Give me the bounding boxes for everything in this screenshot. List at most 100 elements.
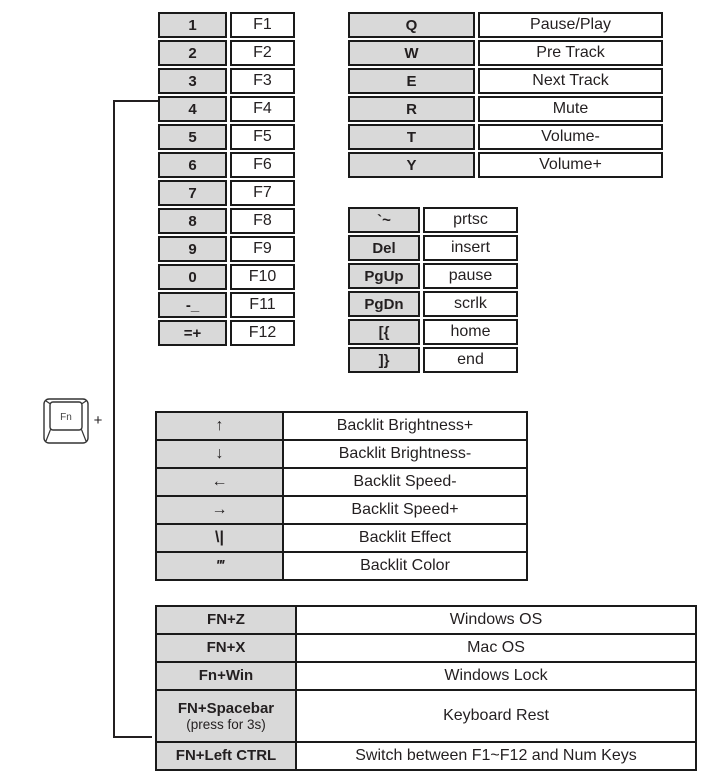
bracket-line-vertical xyxy=(113,100,115,738)
table-row: FN+Spacebar (press for 3s) Keyboard Rest xyxy=(157,689,695,741)
fn-keycap-label: Fn xyxy=(60,412,72,423)
key-cell: 9 xyxy=(158,236,227,262)
table-row: → Backlit Speed+ xyxy=(157,495,526,523)
action-cell: Backlit Brightness- xyxy=(338,445,472,462)
action-cell: Backlit Speed- xyxy=(353,473,457,490)
action-cell: Mac OS xyxy=(467,639,525,656)
key-cell: R xyxy=(348,96,475,122)
action-cell: Backlit Effect xyxy=(358,529,452,546)
table-row: ''' Backlit Color xyxy=(157,551,526,579)
action-cell: F1 xyxy=(230,12,295,38)
key-cell: 8 xyxy=(158,208,227,234)
key-cell: E xyxy=(348,68,475,94)
key-cell: 0 xyxy=(158,264,227,290)
key-cell: FN+Left CTRL xyxy=(157,743,297,769)
action-cell: F4 xyxy=(230,96,295,122)
plus-sign: + xyxy=(93,412,103,429)
action-cell: Backlit Color xyxy=(360,557,450,574)
key-cell: 2 xyxy=(158,40,227,66)
action-cell: end xyxy=(423,347,518,373)
table-row: FN+Z Windows OS xyxy=(157,607,695,633)
action-cell: insert xyxy=(423,235,518,261)
key-cell: W xyxy=(348,40,475,66)
action-cell: Windows Lock xyxy=(444,667,548,684)
table-row: ←Backlit Speed- xyxy=(157,467,526,495)
key-cell: ''' xyxy=(157,553,284,579)
key-cell: Q xyxy=(348,12,475,38)
action-cell: Windows OS xyxy=(449,611,543,628)
action-cell: Pause/Play xyxy=(478,12,663,38)
action-cell: F10 xyxy=(230,264,295,290)
table-row: [{home xyxy=(348,319,518,345)
backlit-table: ↑Backlit Brightness+ ↓ Backlit Brightness… xyxy=(155,411,528,581)
action-cell: Next Track xyxy=(478,68,663,94)
action-cell: prtsc xyxy=(423,207,518,233)
key-cell: Fn+Win xyxy=(157,663,297,689)
action-cell: Mute xyxy=(478,96,663,122)
table-row: FN+X Mac OS xyxy=(157,633,695,661)
key-cell right-arrow-icon: → xyxy=(157,497,284,523)
action-cell: F11 xyxy=(230,292,295,318)
table-row: FN+Left CTRL Switch between F1~F12 and Nu… xyxy=(157,741,695,769)
action-cell: Backlit Speed+ xyxy=(351,501,459,518)
key-cell: `~ xyxy=(348,207,420,233)
key-cell: 6 xyxy=(158,152,227,178)
action-cell: Volume- xyxy=(478,124,663,150)
table-row: =+F12 xyxy=(158,320,295,346)
bracket-line-bottom xyxy=(113,736,152,738)
key-cell: T xyxy=(348,124,475,150)
action-cell: Keyboard Rest xyxy=(443,707,549,724)
key-cell: 1 xyxy=(158,12,227,38)
action-cell: F6 xyxy=(230,152,295,178)
key-cell: FN+X xyxy=(157,635,297,661)
key-cell: 5 xyxy=(158,124,227,150)
table-row: \|Backlit Effect xyxy=(157,523,526,551)
key-cell down-arrow-icon: ↓ xyxy=(157,441,284,467)
key-cell: Y xyxy=(348,152,475,178)
table-row: `~prtsc xyxy=(348,207,518,233)
table-row: ↑Backlit Brightness+ xyxy=(157,413,526,439)
bracket-line-top xyxy=(113,100,158,102)
action-cell: F8 xyxy=(230,208,295,234)
action-cell: Pre Track xyxy=(478,40,663,66)
table-row: ]}end xyxy=(348,347,518,373)
key-combo-note: (press for 3s) xyxy=(186,716,266,732)
key-cell: [{ xyxy=(348,319,420,345)
key-cell: FN+Z xyxy=(157,607,297,633)
key-cell up-arrow-icon: ↑ xyxy=(157,413,284,439)
key-cell: =+ xyxy=(158,320,227,346)
action-cell: F2 xyxy=(230,40,295,66)
action-cell: pause xyxy=(423,263,518,289)
key-cell: Del xyxy=(348,235,420,261)
action-cell: F3 xyxy=(230,68,295,94)
key-cell: FN+Spacebar (press for 3s) xyxy=(157,691,297,741)
key-cell: -_ xyxy=(158,292,227,318)
action-cell: F5 xyxy=(230,124,295,150)
key-cell: PgDn xyxy=(348,291,420,317)
key-cell: 7 xyxy=(158,180,227,206)
table-row: Fn+Win Windows Lock xyxy=(157,661,695,689)
key-combo-label: FN+Spacebar xyxy=(177,699,275,717)
action-cell: Volume+ xyxy=(478,152,663,178)
action-cell: F7 xyxy=(230,180,295,206)
key-cell: 4 xyxy=(158,96,227,122)
action-cell: Switch between F1~F12 and Num Keys xyxy=(355,747,637,764)
